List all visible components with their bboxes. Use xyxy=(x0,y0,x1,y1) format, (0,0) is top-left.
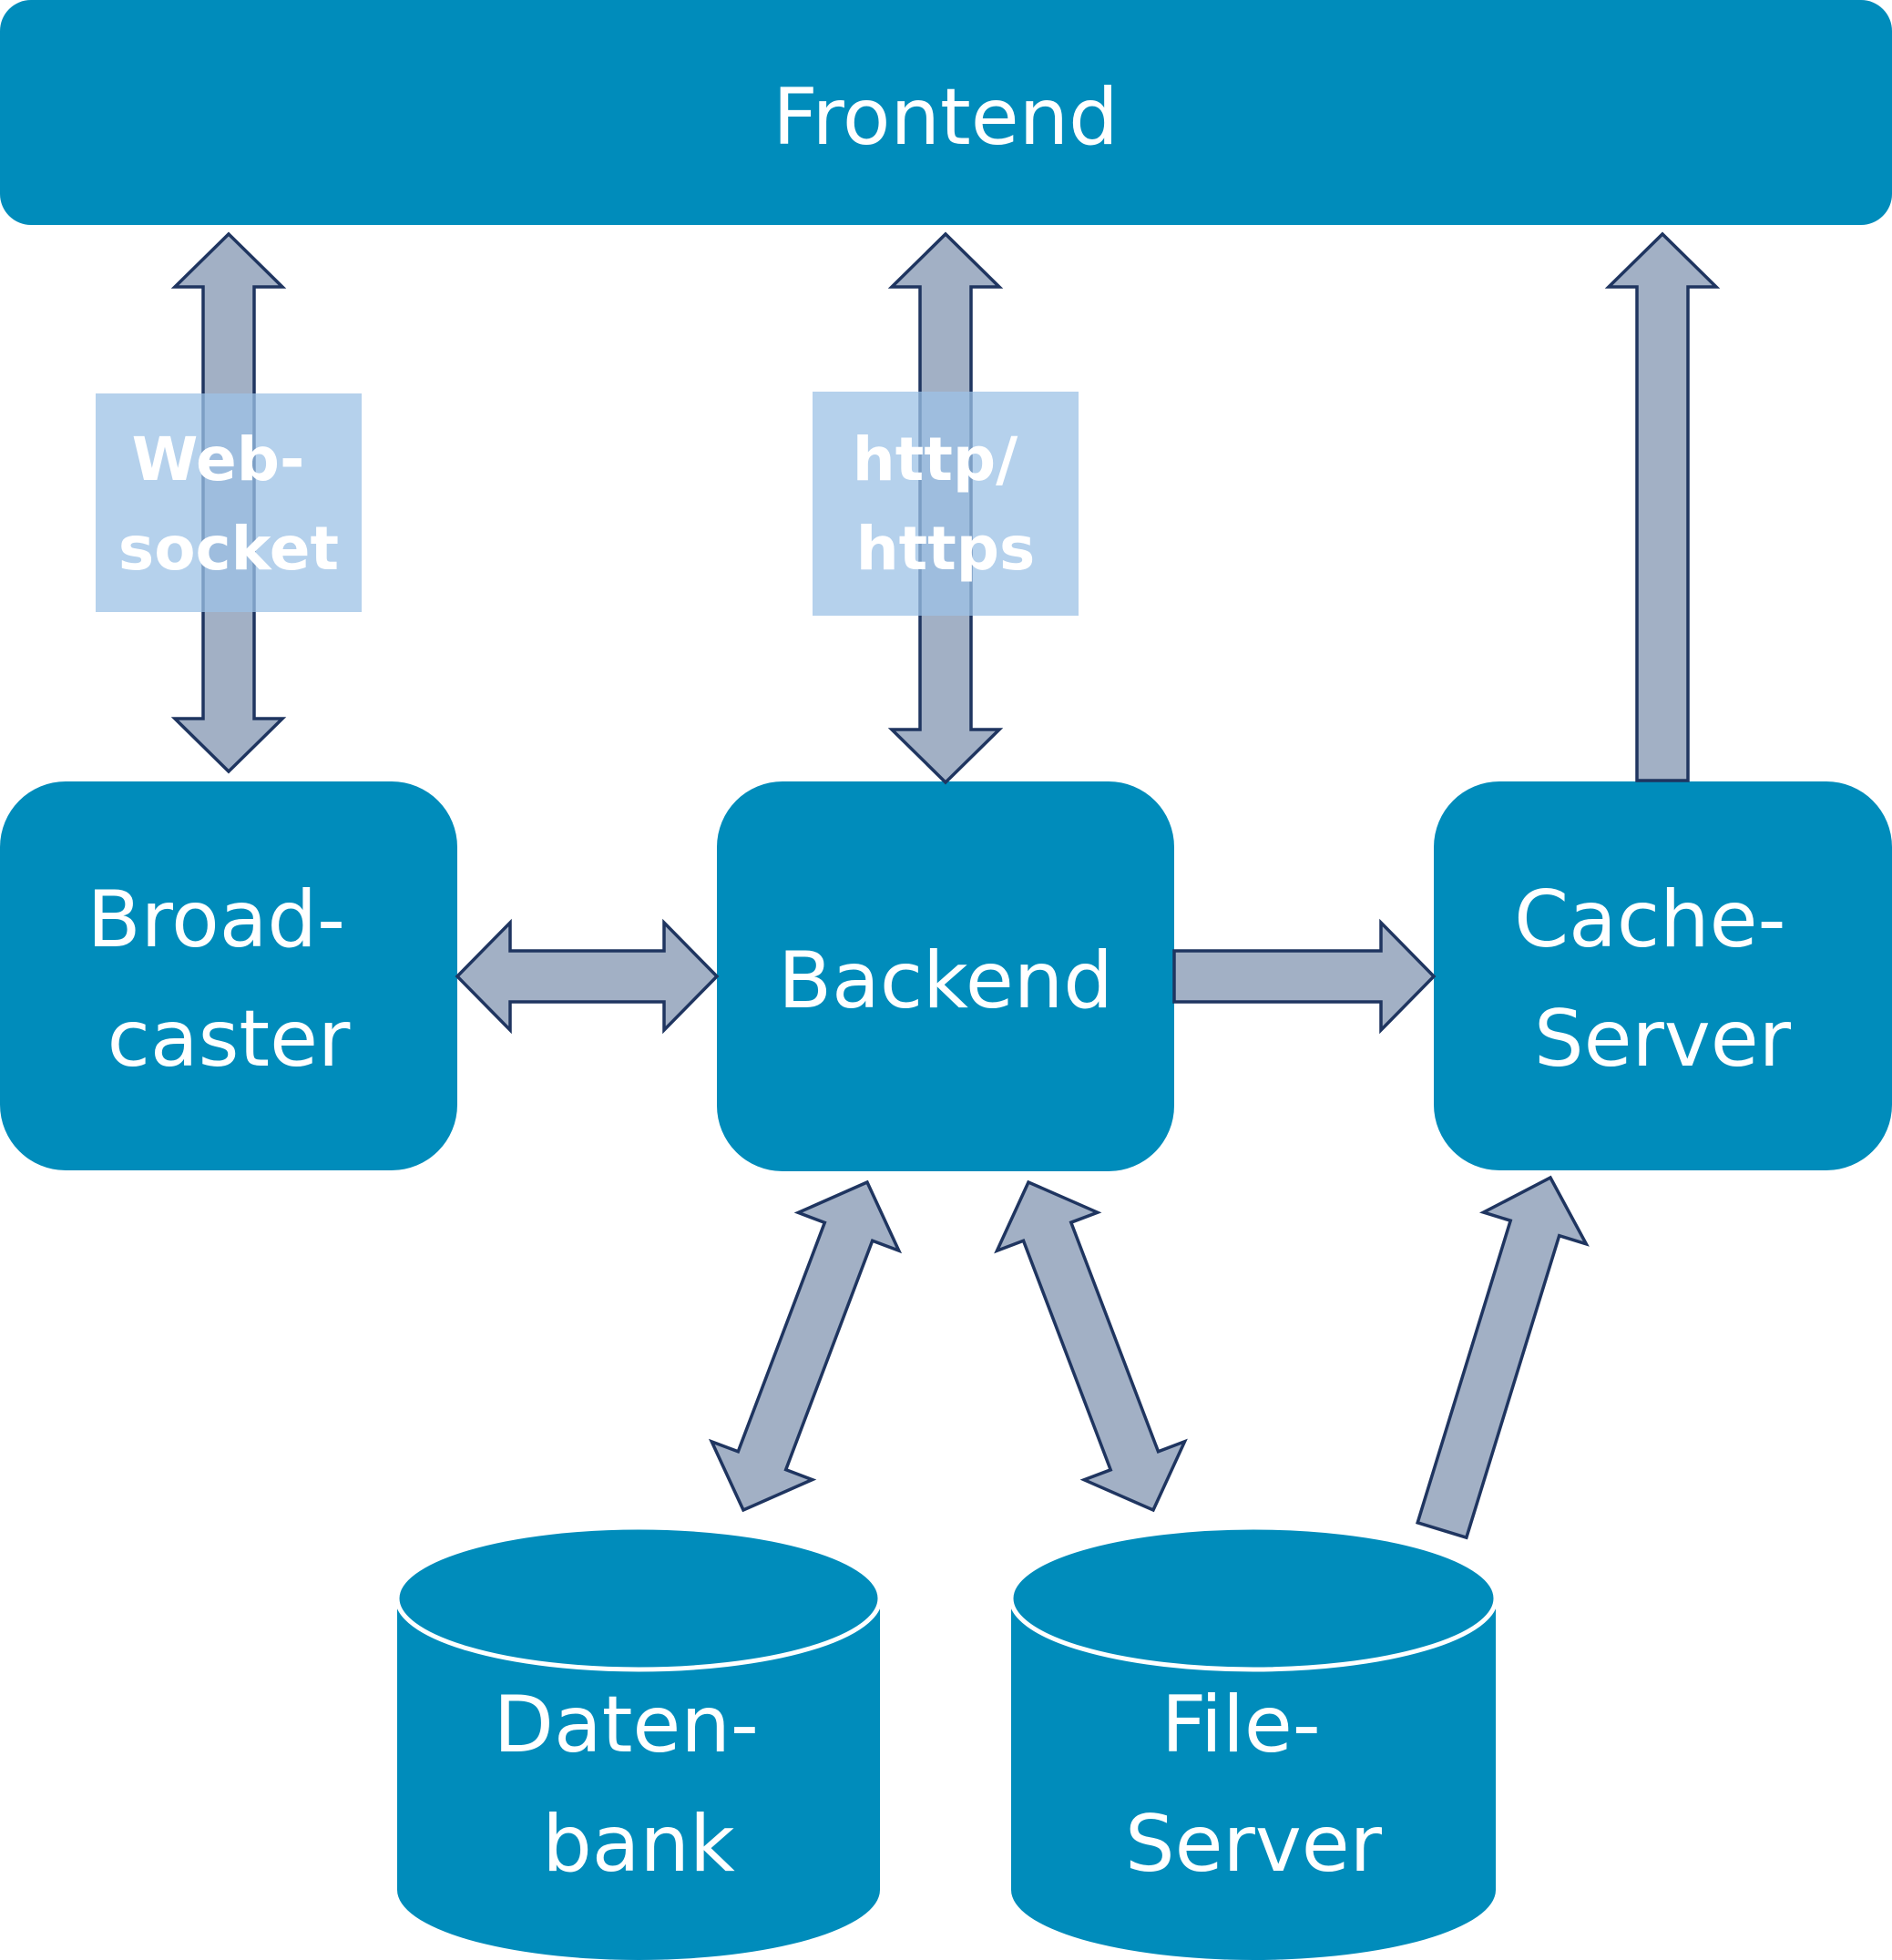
http-label-line-1: http/ xyxy=(853,424,1018,495)
websocket-label-box: Web- socket xyxy=(96,393,362,612)
cache-server-label: Cache- Server xyxy=(1514,874,1811,1085)
file-server-label-line-1: File- xyxy=(1161,1679,1321,1771)
broadcaster-label-line-1: Broad- xyxy=(87,874,345,965)
backend-to-cache-arrow xyxy=(1172,918,1437,1035)
backend-label: Backend xyxy=(778,935,1113,1026)
file-server-label: File- Server xyxy=(1125,1679,1383,1890)
datenbank-cylinder: Daten- bank xyxy=(394,1525,883,1960)
broadcaster-node: Broad- caster xyxy=(0,781,457,1170)
websocket-label: Web- socket xyxy=(118,424,339,584)
cache-server-label-line-2: Server xyxy=(1534,994,1792,1085)
datenbank-label: Daten- bank xyxy=(494,1679,783,1890)
frontend-label: Frontend xyxy=(772,72,1119,163)
backend-node: Backend xyxy=(717,781,1174,1171)
file-server-cylinder: File- Server xyxy=(1008,1525,1498,1960)
cache-server-label-line-1: Cache- xyxy=(1514,874,1785,965)
cache-to-frontend-arrow xyxy=(1604,231,1721,782)
http-label-line-2: https xyxy=(856,514,1036,584)
websocket-label-line-2: socket xyxy=(118,514,339,584)
datenbank-label-line-2: bank xyxy=(542,1799,735,1890)
http-label-box: http/ https xyxy=(813,392,1079,616)
broadcaster-label: Broad- caster xyxy=(87,874,371,1085)
websocket-label-line-1: Web- xyxy=(132,424,305,495)
http-label: http/ https xyxy=(853,424,1038,584)
frontend-node: Frontend xyxy=(0,0,1892,225)
broadcaster-backend-arrow xyxy=(455,918,720,1035)
file-server-to-cache-arrow xyxy=(1416,1175,1590,1540)
file-server-label-line-2: Server xyxy=(1125,1799,1383,1890)
datenbank-label-line-1: Daten- xyxy=(494,1679,759,1771)
backend-datenbank-arrow xyxy=(708,1179,903,1513)
broadcaster-label-line-2: caster xyxy=(107,994,351,1085)
backend-file-server-arrow xyxy=(994,1179,1188,1513)
cache-server-node: Cache- Server xyxy=(1434,781,1892,1170)
